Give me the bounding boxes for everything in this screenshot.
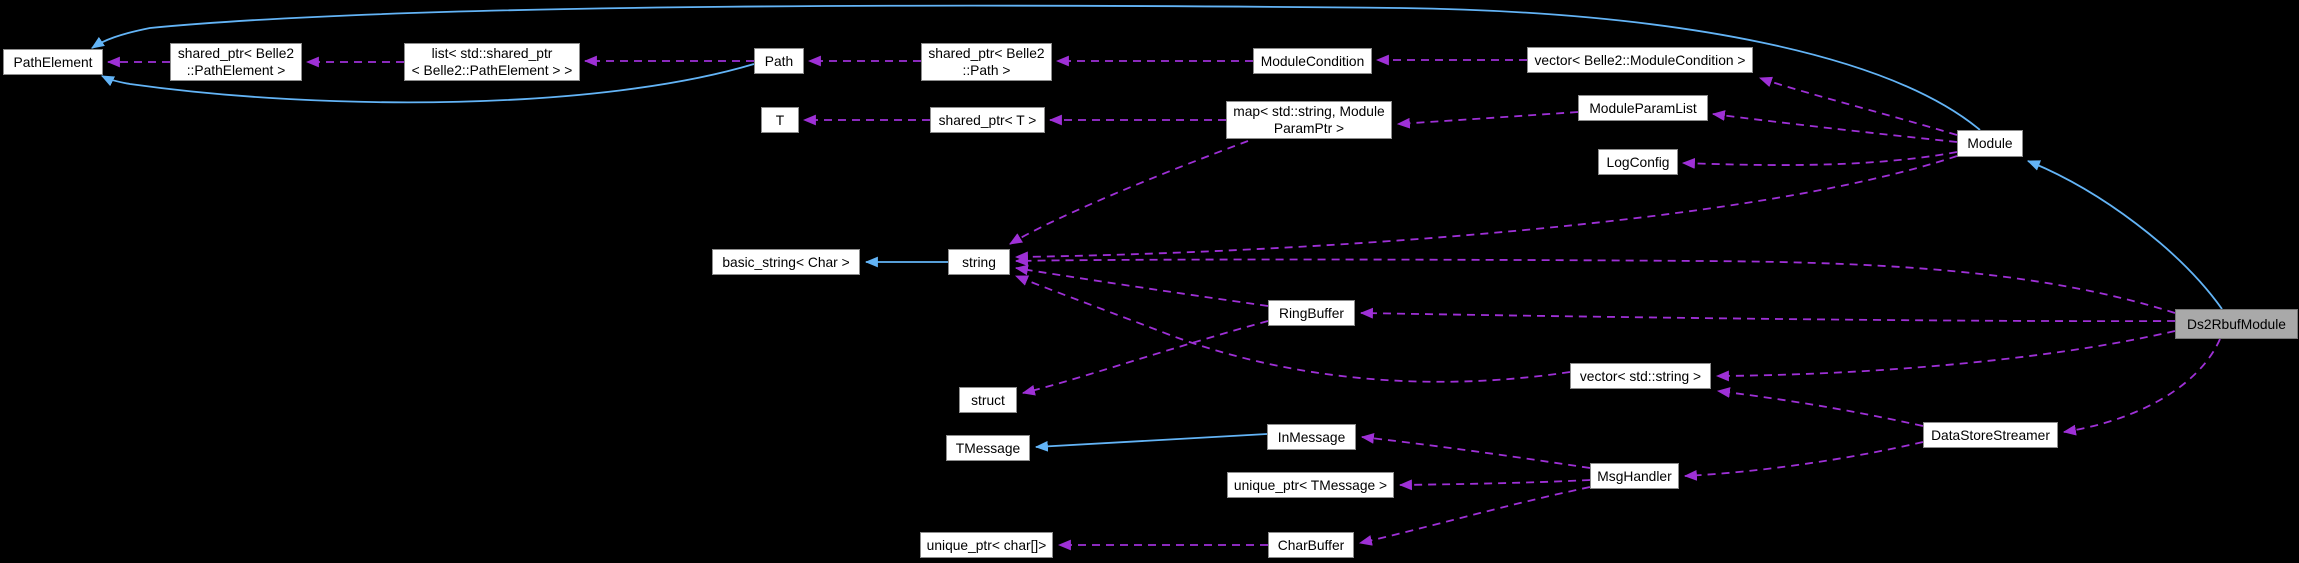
node-vector-std-string[interactable]: vector< std::string > [1570,363,1711,389]
node-ringbuffer[interactable]: RingBuffer [1268,300,1355,326]
edge-ringbuffer-to-struct [1021,320,1269,396]
node-label: ::PathElement > [186,63,286,78]
node-basic-string-char[interactable]: basic_string< Char > [712,249,860,275]
edge-datastorestreamer-to-msghandler [1683,441,1924,481]
node-label: map< std::string, Module [1233,104,1385,119]
node-t[interactable]: T [761,107,799,133]
edge-msghandler-to-inmessage [1360,432,1591,469]
edge-ds2rbufmodule-to-module [2026,160,2223,310]
node-shared-ptr-t[interactable]: shared_ptr< T > [930,107,1045,133]
node-label: CharBuffer [1277,537,1345,553]
node-label: shared_ptr< Belle2 [928,46,1045,61]
edge-map-string-moduleparamptr-to-string [1009,140,1249,245]
node-ds2rbufmodule: Ds2RbufModule [2175,309,2298,339]
edge-msghandler-to-charbuffer [1358,486,1591,546]
edge-msghandler-to-unique-ptr-tmessage [1398,479,1591,491]
node-label: vector< std::string > [1579,368,1702,384]
node-vector-belle2-modulecondition[interactable]: vector< Belle2::ModuleCondition > [1527,47,1753,73]
node-label: TMessage [955,440,1021,456]
node-label: T [775,112,785,128]
edge-datastorestreamer-to-vector-std-string [1716,387,1924,427]
node-shared-ptr-pathelement[interactable]: shared_ptr< Belle2::PathElement > [170,43,302,81]
node-list-shared-ptr-pathelement[interactable]: list< std::shared_ptr< Belle2::PathEleme… [404,43,580,81]
node-unique-ptr-tmessage[interactable]: unique_ptr< TMessage > [1227,472,1394,498]
node-label: shared_ptr< Belle2 [177,46,295,61]
node-moduleparamlist[interactable]: ModuleParamList [1578,95,1708,121]
node-label: basic_string< Char > [722,254,850,270]
node-label: ParamPtr > [1273,121,1345,136]
node-label: unique_ptr< char[]> [926,537,1047,553]
node-string[interactable]: string [948,249,1010,275]
node-modulecondition[interactable]: ModuleCondition [1253,48,1372,74]
node-label: MsgHandler [1597,468,1672,484]
node-label: ModuleCondition [1260,53,1365,69]
edge-ringbuffer-to-string [1014,264,1269,307]
node-label: string [962,254,996,270]
node-label: shared_ptr< T > [938,112,1037,128]
node-label: ::Path > [962,63,1011,78]
node-shared-ptr-path[interactable]: shared_ptr< Belle2::Path > [921,43,1052,81]
node-datastorestreamer[interactable]: DataStoreStreamer [1923,422,2058,448]
node-label: vector< Belle2::ModuleCondition > [1534,52,1746,68]
node-label: Path [764,53,794,69]
edge-ds2rbufmodule-to-ringbuffer [1359,307,2176,323]
node-tmessage[interactable]: TMessage [946,435,1030,461]
edge-ds2rbufmodule-to-datastorestreamer [2062,338,2221,436]
edge-module-to-moduleparamlist [1711,110,1958,143]
node-label: list< std::shared_ptr [431,46,553,61]
node-struct[interactable]: struct [959,387,1017,413]
edge-ds2rbufmodule-to-string [1014,255,2176,314]
node-path[interactable]: Path [754,48,804,74]
node-charbuffer[interactable]: CharBuffer [1268,532,1354,558]
edge-path-to-pathelement [101,63,755,104]
node-label: struct [971,392,1005,408]
node-label: LogConfig [1606,154,1670,170]
edge-module-to-pathelement [91,4,1981,131]
node-module[interactable]: Module [1957,130,2023,157]
edge-module-to-vector-belle2-modulecondition [1758,76,1958,136]
node-label: PathElement [13,54,93,70]
edge-ds2rbufmodule-to-vector-std-string [1715,330,2176,382]
edge-module-to-string [1014,155,1958,263]
node-label: ModuleParamList [1589,100,1697,116]
node-msghandler[interactable]: MsgHandler [1590,463,1679,489]
node-label: DataStoreStreamer [1931,427,2050,443]
node-unique-ptr-char[interactable]: unique_ptr< char[]> [920,532,1053,558]
edge-module-to-logconfig [1681,151,1958,169]
edge-inmessage-to-tmessage [1034,433,1268,452]
node-label: InMessage [1277,429,1346,445]
node-inmessage[interactable]: InMessage [1267,424,1356,450]
node-label: RingBuffer [1279,305,1344,321]
node-label: Module [1967,136,2013,151]
node-label: < Belle2::PathElement > > [411,63,573,78]
node-logconfig[interactable]: LogConfig [1598,149,1678,175]
edge-vector-std-string-to-string [1014,275,1571,383]
node-pathelement[interactable]: PathElement [3,49,103,75]
node-label: Ds2RbufModule [2187,316,2286,332]
node-label: unique_ptr< TMessage > [1233,477,1388,493]
edge-moduleparamlist-to-map-string-moduleparamptr [1396,111,1579,129]
